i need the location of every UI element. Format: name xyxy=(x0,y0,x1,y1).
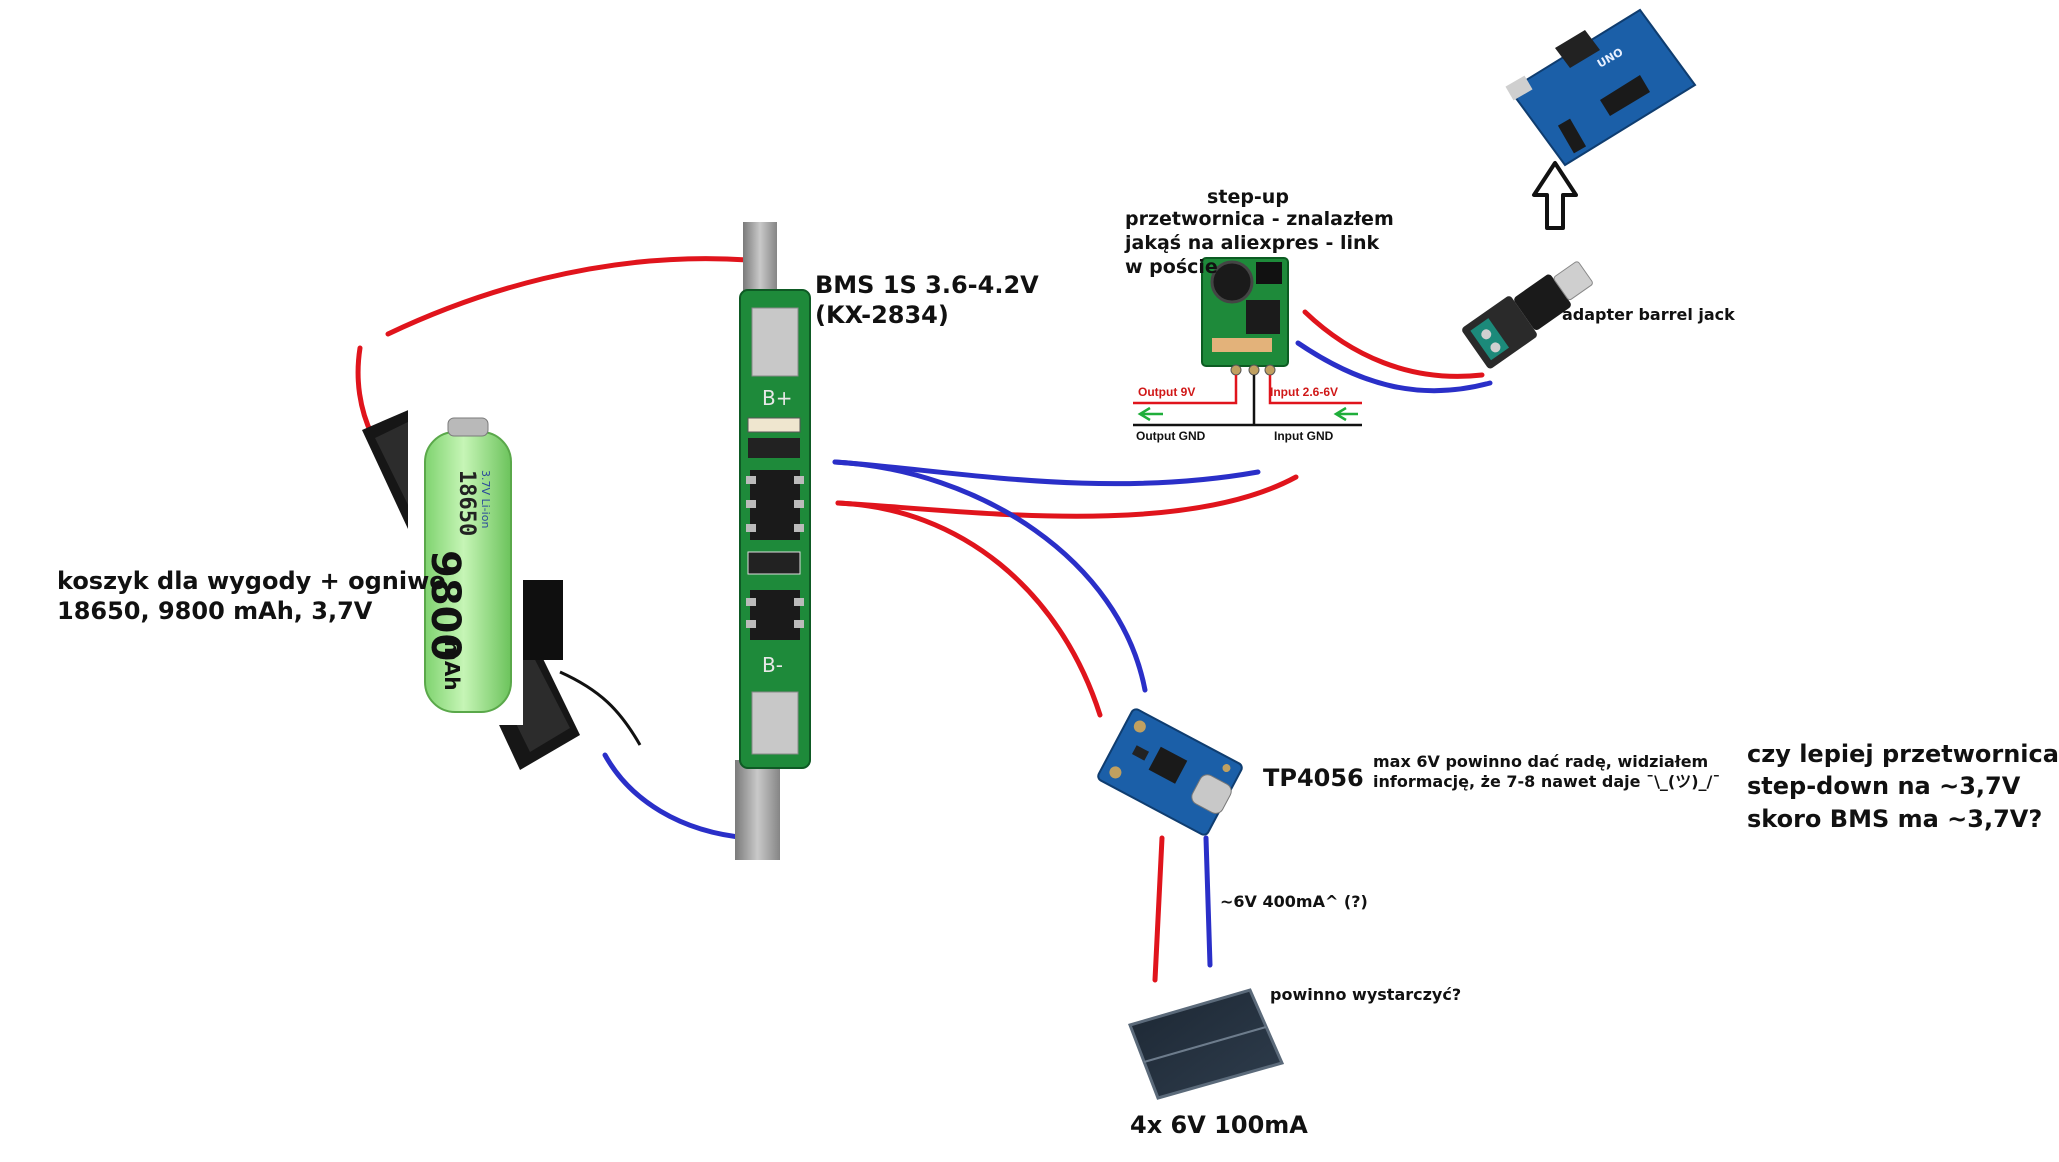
arduino-board: UNO xyxy=(1505,8,1697,167)
stepup-module xyxy=(1133,257,1362,427)
inductor xyxy=(1210,260,1254,304)
bms-bplus-mark: B+ xyxy=(762,386,792,410)
bms-bminus-mark: B- xyxy=(762,653,783,677)
tp4056-label: TP4056 xyxy=(1263,764,1364,792)
wire-blue-tp4056-to-solar xyxy=(1203,835,1213,968)
tp4056-note-line1: max 6V powinno dać radę, widziałem xyxy=(1373,752,1709,771)
wire-blue-basket-to-bms xyxy=(602,752,751,841)
stepup-pin-lines xyxy=(1133,375,1362,427)
stepup-label-line3: jakąś na aliexpres - link xyxy=(1125,231,1380,254)
up-arrow-icon xyxy=(1532,161,1578,230)
wire-red-tp4056-to-solar xyxy=(1152,835,1165,983)
bms-label: BMS 1S 3.6-4.2V (KX-2834) xyxy=(815,270,1039,330)
battery-unit-text: mAh xyxy=(440,640,464,691)
battery-chem-text: 3.7V Li-ion xyxy=(479,470,492,528)
stepup-label-line4: w poście xyxy=(1125,255,1218,278)
battery-model-text: 18650 xyxy=(454,470,479,536)
tp4056-note-line2: informację, że 7-8 nawet daje ¯\_(ツ)_/¯ xyxy=(1373,772,1721,791)
stepup-label-line1: step-up xyxy=(1207,186,1289,208)
tp4056-note: max 6V powinno dać radę, widziałem infor… xyxy=(1373,752,1720,792)
barrel-jack-label: adapter barrel jack xyxy=(1562,305,1735,324)
question-label-line3: skoro BMS ma ~3,7V? xyxy=(1747,804,2043,833)
wire-blue-bms-to-tp4056 xyxy=(832,459,1148,693)
wire-red-basket-to-bms xyxy=(385,256,751,337)
wire-red-stepup-to-jack xyxy=(1302,309,1485,379)
wires xyxy=(355,256,1493,983)
holder-wire xyxy=(559,670,642,746)
question-label: czy lepiej przetwornica step-down na ~3,… xyxy=(1747,738,2059,835)
stepup-output-label: Output 9V xyxy=(1138,385,1196,399)
wire-red-bms-to-tp4056 xyxy=(835,500,1103,718)
battery-cell: 18650 3.7V Li-ion 9800 mAh xyxy=(408,405,523,725)
battery-capacity-text: 9800 xyxy=(422,550,468,661)
barrel-jack-adapter xyxy=(1462,261,1593,369)
stepup-input-label: Input 2.6-6V xyxy=(1270,385,1339,399)
battery-basket-label-line2: 18650, 9800 mAh, 3,7V xyxy=(57,597,373,625)
stepup-label: step-up xyxy=(1118,186,1378,210)
wire-red-basket-lead xyxy=(355,345,375,438)
question-label-line2: step-down na ~3,7V xyxy=(1747,772,2021,801)
stepup-input-gnd-label: Input GND xyxy=(1274,429,1334,443)
nickel-strip-top xyxy=(743,222,777,292)
solar-panel-label: 4x 6V 100mA xyxy=(1130,1111,1308,1139)
output-arrow-icon xyxy=(1137,406,1163,422)
wire-red-bms-to-stepup xyxy=(835,474,1299,519)
question-label-line1: czy lepiej przetwornica xyxy=(1747,740,2059,768)
solar-panel xyxy=(1128,988,1285,1100)
battery-basket-label: koszyk dla wygody + ogniwo 18650, 9800 m… xyxy=(57,566,446,626)
wiring-diagram: 18650 3.7V Li-ion 9800 mAh B+ B- xyxy=(355,8,1697,1100)
input-arrow-icon xyxy=(1333,406,1358,422)
enough-label: powinno wystarczyć? xyxy=(1270,985,1462,1004)
solar-current-label: ~6V 400mA^ (?) xyxy=(1220,892,1368,911)
nickel-strip-bottom xyxy=(735,760,780,860)
bms-label-line1: BMS 1S 3.6-4.2V xyxy=(815,271,1039,299)
bms-label-line2: (KX-2834) xyxy=(815,301,949,329)
bms-board: B+ B- xyxy=(735,222,811,860)
stepup-label-body: przetwornica - znalazłem jakąś na aliexp… xyxy=(1125,208,1394,279)
battery-basket-label-line1: koszyk dla wygody + ogniwo xyxy=(57,567,446,595)
stepup-output-gnd-label: Output GND xyxy=(1136,429,1206,443)
wire-blue-stepup-to-jack xyxy=(1295,340,1493,394)
tp4056-board xyxy=(1097,708,1243,836)
stepup-label-line2: przetwornica - znalazłem xyxy=(1125,208,1394,230)
